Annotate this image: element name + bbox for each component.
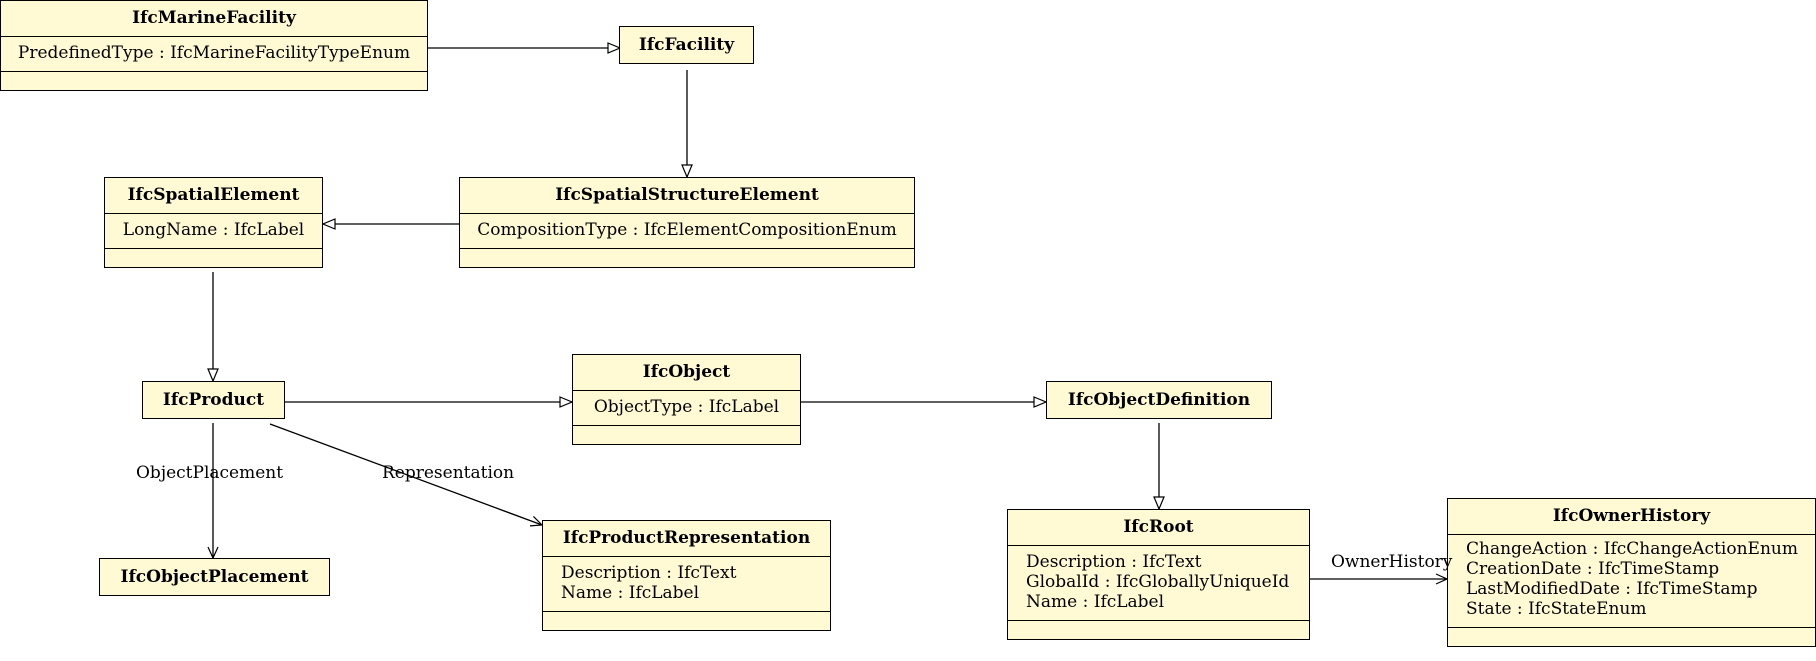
class-attribute: PredefinedType : IfcMarineFacilityTypeEn… xyxy=(17,43,411,63)
class-operations xyxy=(1008,620,1309,639)
class-name: IfcProductRepresentation xyxy=(562,528,811,548)
class-operations xyxy=(1,71,427,90)
class-attribute: CreationDate : IfcTimeStamp xyxy=(1466,559,1720,579)
class-attribute: Name : IfcLabel xyxy=(561,583,700,603)
class-operations xyxy=(1448,627,1815,646)
class-attributes: LongName : IfcLabel xyxy=(105,213,322,248)
class-name: IfcMarineFacility xyxy=(132,8,296,28)
class-name: IfcProduct xyxy=(162,390,265,410)
class-ifcobjectdefinition[interactable]: IfcObjectDefinition xyxy=(1046,381,1272,419)
class-attribute: Description : IfcText xyxy=(561,563,737,583)
class-attribute: Description : IfcText xyxy=(1026,552,1202,572)
class-attribute: LongName : IfcLabel xyxy=(122,220,305,240)
class-name: IfcSpatialStructureElement xyxy=(555,185,819,205)
class-attribute: ChangeAction : IfcChangeActionEnum xyxy=(1466,539,1798,559)
class-ifcproductrepresentation[interactable]: IfcProductRepresentation Description : I… xyxy=(542,520,831,631)
class-attributes: Description : IfcText GlobalId : IfcGlob… xyxy=(1008,545,1309,620)
class-ifcspatialelement[interactable]: IfcSpatialElement LongName : IfcLabel xyxy=(104,177,323,268)
class-name: IfcObjectPlacement xyxy=(120,567,309,587)
class-ifcroot[interactable]: IfcRoot Description : IfcText GlobalId :… xyxy=(1007,509,1310,640)
class-operations xyxy=(105,248,322,267)
class-attribute: CompositionType : IfcElementCompositionE… xyxy=(477,220,897,240)
class-name: IfcFacility xyxy=(638,35,735,55)
class-attribute: GlobalId : IfcGloballyUniqueId xyxy=(1026,572,1290,592)
class-operations xyxy=(460,248,914,267)
class-name: IfcObject xyxy=(642,362,731,382)
edge-label-representation: Representation xyxy=(382,463,515,483)
class-attributes: Description : IfcText Name : IfcLabel xyxy=(543,556,830,611)
edge-label-ownerhistory: OwnerHistory xyxy=(1331,552,1453,572)
class-ifcobjectplacement[interactable]: IfcObjectPlacement xyxy=(99,558,330,596)
class-attributes: ChangeAction : IfcChangeActionEnum Creat… xyxy=(1448,534,1815,627)
class-ifcobject[interactable]: IfcObject ObjectType : IfcLabel xyxy=(572,354,801,445)
class-operations xyxy=(543,611,830,630)
class-ifcspatialstructureelement[interactable]: IfcSpatialStructureElement CompositionTy… xyxy=(459,177,915,268)
class-name: IfcSpatialElement xyxy=(127,185,300,205)
class-ifcfacility[interactable]: IfcFacility xyxy=(619,26,754,64)
class-name: IfcRoot xyxy=(1123,517,1194,537)
class-attribute: LastModifiedDate : IfcTimeStamp xyxy=(1466,579,1758,599)
class-ifcownerhistory[interactable]: IfcOwnerHistory ChangeAction : IfcChange… xyxy=(1447,498,1816,647)
class-attributes: CompositionType : IfcElementCompositionE… xyxy=(460,213,914,248)
class-attributes: ObjectType : IfcLabel xyxy=(573,390,800,425)
class-attributes: PredefinedType : IfcMarineFacilityTypeEn… xyxy=(1,36,427,71)
class-ifcmarinefacility[interactable]: IfcMarineFacility PredefinedType : IfcMa… xyxy=(0,0,428,91)
class-attribute: Name : IfcLabel xyxy=(1026,592,1165,612)
class-operations xyxy=(573,425,800,444)
edge-product-productrepresentation xyxy=(269,423,544,527)
class-ifcproduct[interactable]: IfcProduct xyxy=(142,381,285,419)
class-attribute: ObjectType : IfcLabel xyxy=(593,397,780,417)
edge-label-objectplacement: ObjectPlacement xyxy=(136,463,284,483)
class-attribute: State : IfcStateEnum xyxy=(1466,599,1647,619)
class-name: IfcObjectDefinition xyxy=(1067,390,1251,410)
class-name: IfcOwnerHistory xyxy=(1552,506,1711,526)
